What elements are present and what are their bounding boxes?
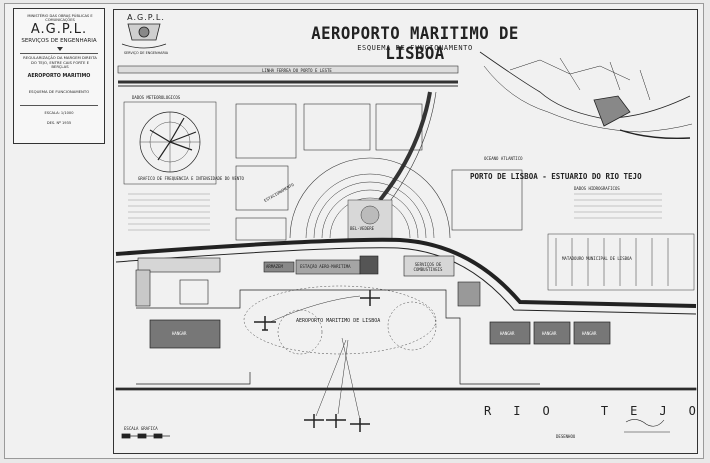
- logo-text: A.G.P.L.: [127, 13, 165, 22]
- quays: [115, 289, 697, 391]
- scheme-name: ESQUEMA DE FUNCIONAMENTO: [28, 89, 90, 94]
- hangar-label: HANGAR: [172, 331, 187, 336]
- basin-label: AEROPORTO MARITIMO DE LISBOA: [296, 318, 381, 324]
- ministry-text: MINISTÉRIO DAS OBRAS PÚBLICAS E COMUNICA…: [27, 14, 93, 22]
- meteo-table: [128, 193, 210, 231]
- railway-label: LINHA FERREA DO PORTO E LESTE: [262, 68, 332, 73]
- port-data-label: DADOS HIDROGRAFICOS: [574, 186, 620, 191]
- page-title: AEROPORTO MARITIMO DE LISBOA: [311, 24, 519, 64]
- warehouse-label: ARMAZEM: [266, 264, 283, 269]
- signature: [624, 419, 670, 433]
- scale-bar-label: ESCALA GRAFICA: [124, 426, 158, 431]
- logo-subtitle: SERVIÇO DE ENGENHARIA: [123, 51, 169, 55]
- port-title: PORTO DE LISBOA - ESTUARIO DO RIO TEJO: [470, 172, 642, 181]
- location-map: [479, 51, 693, 139]
- port-data-table: [574, 193, 662, 219]
- meteo-label: DADOS METEOROLOGICOS: [132, 95, 181, 100]
- drawing-number: DES. Nº 1935: [46, 121, 72, 125]
- belvedere-label: BEL-VEDERE: [350, 226, 375, 231]
- atlantic-label: OCEANO ATLANTICO: [484, 156, 523, 161]
- scale-text: ESCALA: 1/1000: [44, 111, 74, 115]
- plan-frame: [113, 9, 698, 454]
- divider: [20, 53, 98, 54]
- approval-label: DESENHOU: [556, 434, 576, 439]
- org-name: A.G.P.L.: [30, 22, 88, 37]
- wind-rose-chart: [123, 101, 217, 185]
- main-avenue: [115, 237, 697, 315]
- arrow-icon: [57, 47, 63, 51]
- hangar-label: HANGAR: [542, 331, 557, 336]
- railway: [117, 65, 459, 87]
- wind-label: GRAFICO DE FREQUENCIA E INTENSIDADE DO V…: [138, 176, 244, 181]
- seaplane-basin: [243, 285, 437, 355]
- slaughterhouse-label: MATADOURO MUNICIPAL DE LISBOA: [562, 256, 632, 261]
- hangar-label: HANGAR: [582, 331, 597, 336]
- river-label: RIO TEJO: [484, 404, 710, 418]
- page-subtitle: ESQUEMA DE FUNCIONAMENTO: [357, 44, 473, 52]
- city-blocks: [235, 91, 523, 241]
- divider: [20, 105, 98, 106]
- plaza: [289, 157, 451, 241]
- service-name: SERVIÇOS DE ENGENHARIA: [21, 38, 97, 44]
- seaplane-icon: [254, 290, 380, 432]
- scale-bar: [121, 433, 170, 439]
- project-description: REGULARIZAÇÃO DA MARGEM DIREITA DO TEJO,…: [23, 55, 97, 70]
- flight-paths: [269, 295, 361, 421]
- title-block: MINISTÉRIO DAS OBRAS PÚBLICAS E COMUNICA…: [13, 8, 105, 144]
- station-buildings: [135, 255, 481, 307]
- slaughterhouse: [547, 233, 695, 291]
- project-name: AEROPORTO MARITIMO: [27, 74, 91, 79]
- station-building-label: ESTAÇÃO AERO-MARITIMA: [300, 264, 351, 269]
- crest-icon: [121, 23, 167, 49]
- fuel-services-label: SERVIÇOS DE COMBUSTIVEIS: [413, 262, 443, 272]
- hangar-label: HANGAR: [500, 331, 515, 336]
